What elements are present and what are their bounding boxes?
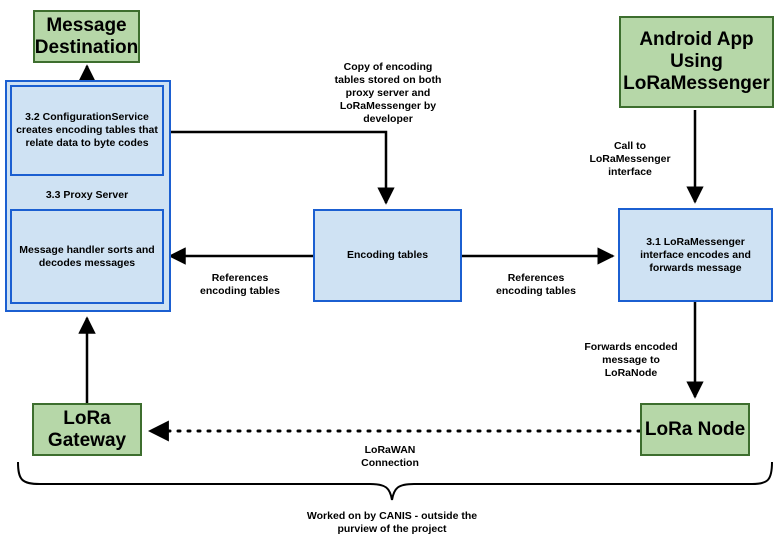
encoding-tables-node: Encoding tables — [313, 209, 462, 302]
copy-tables-label: Copy of encoding tables stored on both p… — [334, 61, 442, 125]
lora-gateway-node: LoRa Gateway — [32, 403, 142, 456]
configuration-service-node: 3.2 ConfigurationService creates encodin… — [10, 85, 164, 176]
lora-node-node: LoRa Node — [640, 403, 750, 456]
lorawan-connection-label: LoRaWAN Connection — [361, 444, 419, 469]
message-destination-node: Message Destination — [33, 10, 140, 63]
forwards-encoded-label: Forwards encoded message to LoRaNode — [584, 341, 678, 379]
lora-messenger-node: 3.1 LoRaMessenger interface encodes and … — [618, 208, 773, 302]
canis-note-label: Worked on by CANIS - outside the purview… — [306, 510, 478, 535]
arrow-config-to-encoding-tables — [163, 130, 395, 205]
canis-brace — [17, 461, 773, 501]
message-handler-node: Message handler sorts and decodes messag… — [10, 209, 164, 304]
call-interface-label: Call to LoRaMessenger interface — [589, 140, 671, 178]
android-app-node: Android App Using LoRaMessenger — [619, 16, 774, 108]
proxy-server-label: 3.3 Proxy Server — [45, 189, 129, 201]
references-left-label: References encoding tables — [200, 272, 280, 297]
references-right-label: References encoding tables — [496, 272, 576, 297]
